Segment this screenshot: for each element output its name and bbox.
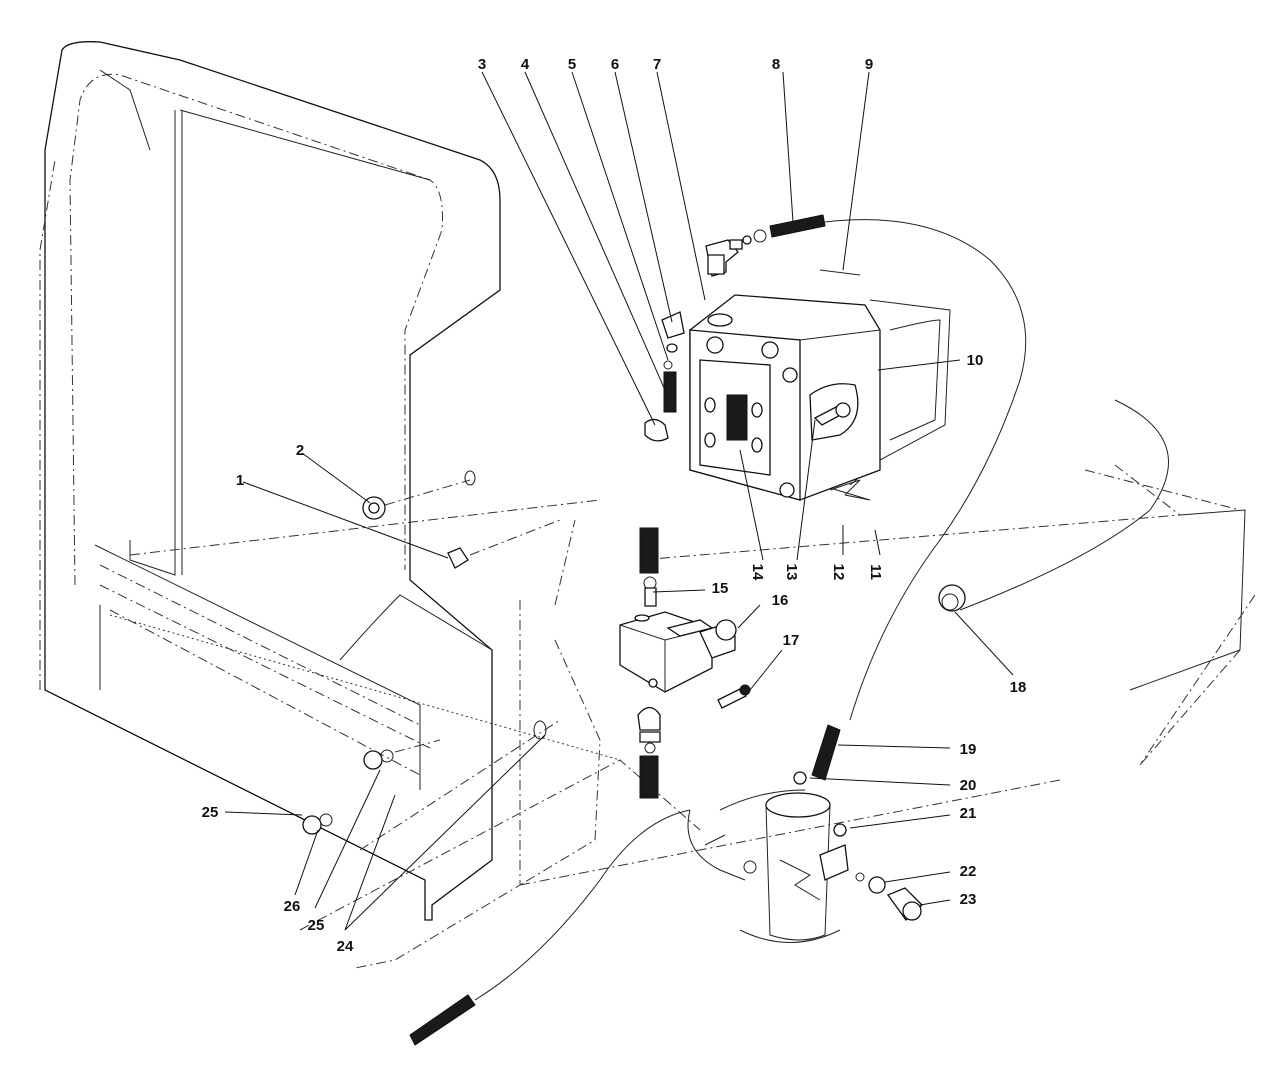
callout-18: 18 [1010, 679, 1027, 696]
shroud-panel [39, 41, 501, 921]
callout-3: 3 [478, 56, 486, 73]
callout-8: 8 [772, 56, 780, 73]
callout-6: 6 [611, 56, 619, 73]
callout-17: 17 [783, 632, 800, 649]
hoses-lower [409, 399, 1169, 1046]
deck-frame [109, 464, 1256, 969]
callout-24: 24 [337, 938, 354, 955]
panel-hardware [302, 470, 561, 835]
callout-21: 21 [960, 805, 977, 822]
callout-25: 25 [202, 804, 219, 821]
callout-10: 10 [967, 352, 984, 369]
callout-2: 2 [296, 442, 304, 459]
callout-26: 26 [284, 898, 301, 915]
elbow-fitting [705, 214, 1027, 721]
callout-12: 12 [830, 564, 847, 581]
filter-canister [739, 792, 923, 943]
pump-assembly [689, 269, 951, 501]
callout-15: 15 [712, 580, 729, 597]
callout-9: 9 [865, 56, 873, 73]
leader-lines [224, 71, 1014, 931]
callout-20: 20 [960, 777, 977, 794]
callout-23: 23 [960, 891, 977, 908]
fittings-left [644, 311, 685, 442]
callout-19: 19 [960, 741, 977, 758]
callout-labels: 3 4 5 6 7 8 9 10 11 12 13 14 15 16 17 18… [202, 56, 1027, 955]
callout-1: 1 [236, 472, 244, 489]
callout-25b: 25 [308, 917, 325, 934]
callout-11: 11 [867, 564, 884, 580]
callout-14: 14 [749, 564, 766, 581]
callout-5: 5 [568, 56, 576, 73]
callout-7: 7 [653, 56, 661, 73]
valve-block [619, 527, 751, 799]
callout-22: 22 [960, 863, 977, 880]
callout-4: 4 [521, 56, 530, 73]
callout-13: 13 [783, 564, 800, 581]
callout-16: 16 [772, 592, 789, 609]
